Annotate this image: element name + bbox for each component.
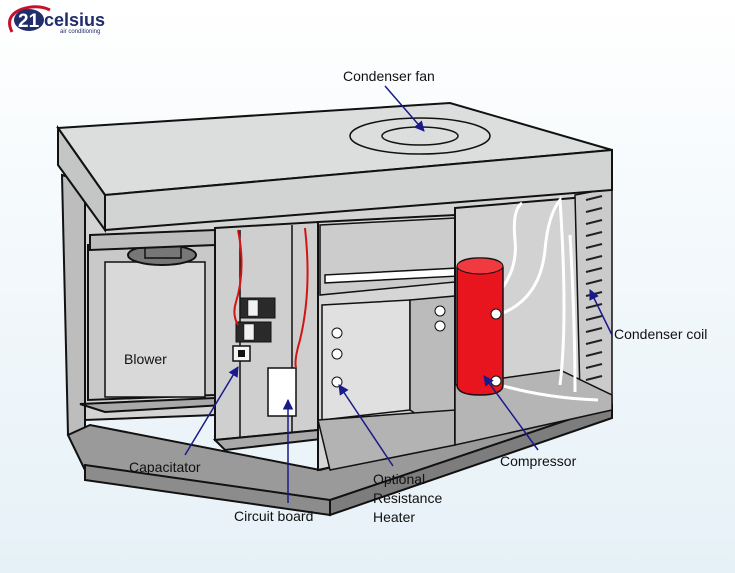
brand-logo: 21 celsius air conditioning: [8, 5, 105, 35]
heater-terminal-5: [434, 320, 446, 332]
label-blower: Blower: [124, 351, 167, 367]
label-heater-line1: Optional: [373, 471, 425, 487]
logo-badge-icon: [14, 9, 44, 31]
blower-housing: [104, 261, 206, 398]
circuit-board-icon: [267, 367, 297, 417]
left-end-panel: [60, 173, 86, 471]
refrigerant-line-2: [497, 196, 566, 386]
red-wire-right: [294, 227, 309, 369]
heater-terminal-1: [331, 327, 343, 339]
label-heater-line3: Heater: [373, 509, 415, 525]
callout-arrows: [184, 85, 613, 503]
lid-left-edge: [57, 124, 106, 234]
label-circuit-board: Circuit board: [234, 508, 313, 524]
heater-terminal-4: [434, 305, 446, 317]
heater-terminal-3: [331, 376, 343, 388]
heater-section: [317, 213, 456, 472]
label-compressor: Compressor: [500, 453, 577, 469]
arrow-condenser-coil: [589, 289, 613, 336]
heater-element-panel: [321, 299, 411, 421]
top-lid: [56, 101, 613, 234]
heater-terminal-2: [331, 348, 343, 360]
arrow-condenser-fan: [384, 85, 425, 132]
arrow-compressor: [483, 375, 539, 451]
label-heater-line2: Resistance: [373, 490, 442, 506]
red-wire-left: [233, 229, 243, 326]
logo-swoosh-icon: [8, 5, 51, 33]
compressor-icon: [456, 257, 504, 396]
logo-number: 21: [18, 11, 40, 32]
side-base-panel: [329, 403, 613, 517]
label-condenser-fan: Condenser fan: [343, 68, 435, 84]
compressor-port-top: [490, 308, 502, 320]
compressor-port-bottom: [490, 375, 502, 387]
electrical-panel: [212, 220, 333, 452]
blower-compartment: [79, 228, 241, 414]
condenser-fan-outer-icon: [349, 117, 491, 155]
compressor-compartment: [454, 187, 613, 446]
logo-word: celsius: [44, 10, 105, 30]
label-capacitator: Capacitator: [129, 459, 201, 475]
logo-subtitle: air conditioning: [60, 29, 100, 35]
label-condenser-coil: Condenser coil: [614, 326, 707, 342]
arrow-heater: [338, 384, 394, 467]
callout-labels: Condenser fan Condenser coil Blower Capa…: [124, 68, 707, 525]
arrow-capacitator: [184, 366, 239, 456]
